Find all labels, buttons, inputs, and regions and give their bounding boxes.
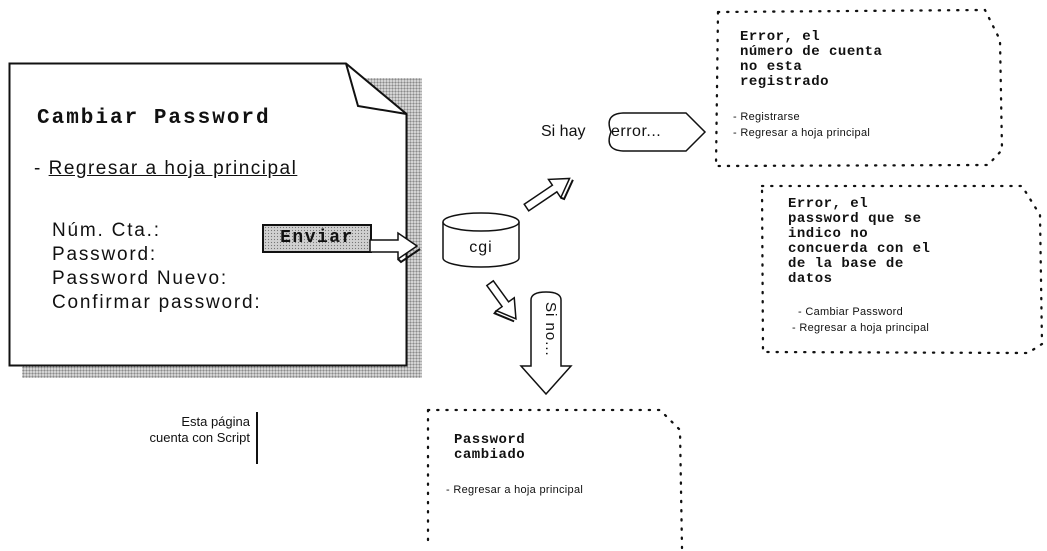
password-changed-line: cambiado	[454, 447, 526, 463]
password-error-box	[760, 184, 1044, 355]
page-title: Cambiar Password	[37, 107, 271, 130]
cgi-cylinder-icon	[442, 212, 520, 268]
register-link[interactable]: - Registrarse	[733, 111, 800, 123]
send-to-cgi-arrow	[369, 231, 421, 264]
account-error-line: Error, el	[740, 29, 821, 45]
send-button[interactable]: Enviar	[262, 224, 372, 253]
account-error-line: registrado	[740, 74, 830, 90]
password-error-line: Error, el	[788, 196, 869, 212]
change-password-link[interactable]: - Cambiar Password	[798, 306, 904, 318]
success-tag-shape	[519, 291, 573, 396]
error-tag-shape	[608, 112, 707, 152]
cambiar-password-page: Cambiar Password - Regresar a hoja princ…	[8, 62, 408, 367]
script-note-bar	[256, 412, 258, 464]
back-to-main-link[interactable]: - Regresar a hoja principal	[446, 484, 584, 496]
account-error-box	[714, 8, 1004, 168]
back-to-main-link[interactable]: - Regresar a hoja principal	[792, 322, 930, 334]
password-error-line: password que se	[788, 211, 922, 227]
success-branch-arrow	[485, 279, 517, 323]
success-tag-label: Si no...	[542, 302, 559, 357]
confirm-password-label: Confirmar password:	[52, 292, 262, 313]
password-changed-box	[426, 408, 684, 550]
password-error-line: indico no	[788, 226, 869, 242]
error-condition-label: Si hay	[541, 123, 586, 140]
account-error-line: no esta	[740, 59, 803, 75]
password-changed-title: Password cambiado	[454, 433, 525, 463]
back-to-main-link[interactable]: Regresar a hoja principal	[48, 158, 298, 179]
password-changed-line: Password	[454, 432, 526, 448]
password-error-line: de la base de	[788, 256, 904, 272]
error-branch-arrow	[523, 177, 574, 212]
error-tag-label: error...	[611, 123, 662, 140]
password-error-title: Error, el password que se indico no conc…	[788, 197, 930, 287]
script-note-line: cuenta con Script	[149, 430, 250, 445]
password-error-line: datos	[788, 271, 833, 287]
cgi-label: cgi	[469, 239, 493, 256]
password-label: Password:	[52, 244, 157, 265]
account-number-label: Núm. Cta.:	[52, 220, 161, 241]
password-error-line: concuerda con el	[788, 241, 931, 257]
account-error-title: Error, el número de cuenta no esta regis…	[740, 30, 882, 90]
account-error-line: número de cuenta	[740, 44, 883, 60]
script-note-line: Esta página	[181, 414, 250, 429]
back-to-main-link[interactable]: - Regresar a hoja principal	[733, 127, 871, 139]
new-password-label: Password Nuevo:	[52, 268, 228, 289]
script-note: Esta página cuenta con Script	[100, 414, 250, 446]
back-link-row: - Regresar a hoja principal	[34, 158, 297, 180]
link-dash: -	[34, 158, 49, 179]
